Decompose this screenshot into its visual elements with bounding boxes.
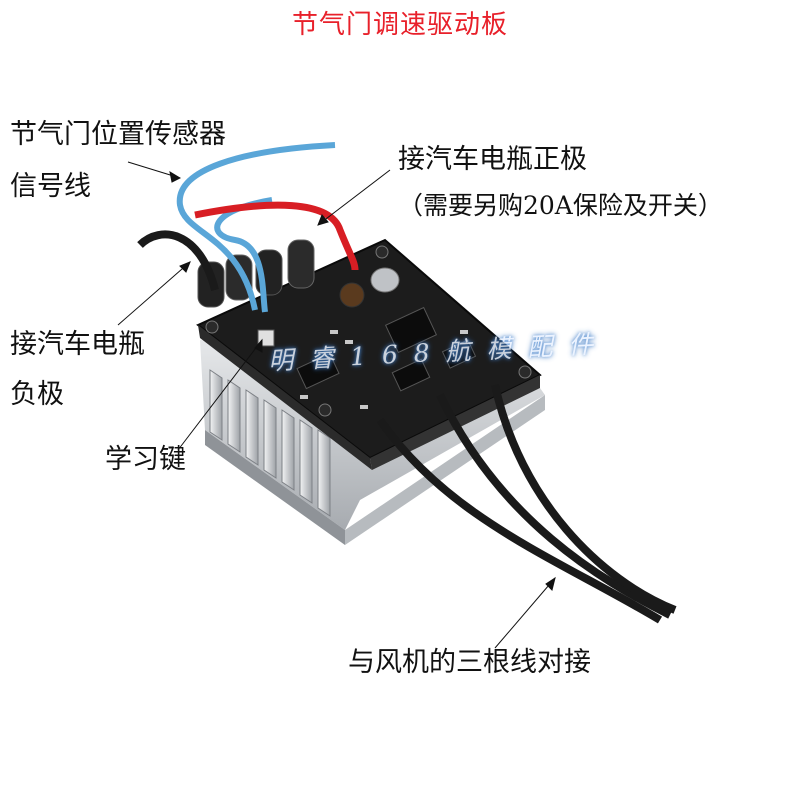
label-tps-line1: 节气门位置传感器 bbox=[10, 119, 226, 150]
tps-signal-wire bbox=[176, 142, 336, 311]
pointer-lines bbox=[117, 161, 556, 649]
label-motor-wires: 与风机的三根线对接 bbox=[348, 647, 591, 678]
battery-negative-wire bbox=[137, 230, 219, 291]
battery-positive-wire bbox=[194, 201, 359, 271]
label-negative-line2: 负极 bbox=[10, 379, 64, 410]
label-tps-line2: 信号线 bbox=[10, 171, 91, 202]
label-positive-line2: （需要另购20A保险及开关） bbox=[398, 191, 723, 220]
label-learn-key: 学习键 bbox=[105, 444, 186, 475]
motor-wires bbox=[376, 384, 677, 624]
page-title: 节气门调速驱动板 bbox=[291, 10, 508, 40]
label-positive-line1: 接汽车电瓶正极 bbox=[398, 144, 587, 175]
capacitors bbox=[197, 239, 400, 308]
label-negative-line1: 接汽车电瓶 bbox=[10, 329, 145, 360]
